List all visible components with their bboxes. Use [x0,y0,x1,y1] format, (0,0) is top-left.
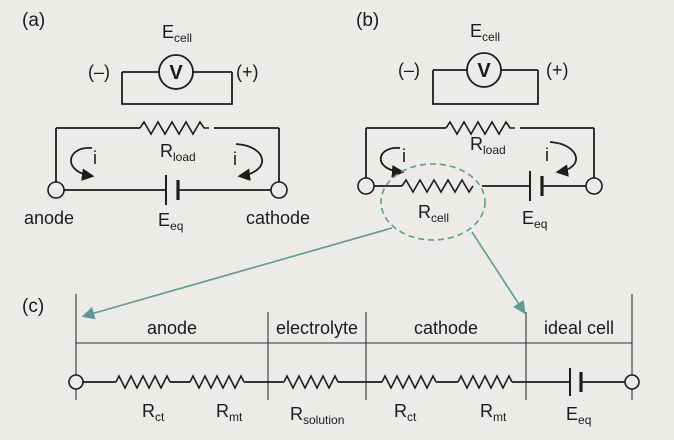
current-loop-arrow-icon-right [235,143,263,181]
positive-terminal-label: (+) [546,60,569,80]
panel-a: (a) V Ecell (–) (+) Rload i i anode cath… [22,10,310,233]
region-ideal-cell-label: ideal cell [544,318,614,338]
negative-terminal-label: (–) [398,60,420,80]
region-electrolyte-label: electrolyte [276,318,358,338]
panel-b: (b) V Ecell (–) (+) Rload i i Rcell Eeq [356,10,603,241]
panel-c-label: (c) [22,296,44,317]
terminal-node-icon-right [624,374,640,390]
eq-voltage-label: Eeq [566,404,591,427]
anode-terminal-node-icon [47,181,65,199]
eq-voltage-label: Eeq [158,210,183,233]
cathode-terminal-node-icon [270,181,288,199]
anode-label: anode [24,208,74,228]
cell-resistance-label: Rcell [418,202,449,225]
resistor-icon-mt-cathode [457,374,513,390]
current-label-right: i [233,149,237,169]
current-label-right: i [545,145,549,165]
cathode-terminal-node-icon [585,177,603,195]
voltmeter-symbol: V [477,60,491,82]
voltmeter-wire [432,70,539,105]
voltmeter-wire [121,72,233,105]
resistor-icon-ct-anode [115,374,171,390]
resistor-icon-ct-cathode [381,374,437,390]
eq-voltage-label: Eeq [522,208,547,231]
negative-terminal-label: (–) [88,62,110,82]
anode-terminal-node-icon [357,177,375,195]
panel-b-label: (b) [356,10,379,31]
current-loop-arrow-icon-left [70,147,95,181]
panel-c: (c) anode electrolyte cathode ideal cell… [22,294,640,427]
cell-voltage-label: Ecell [470,21,500,44]
terminal-node-icon-left [68,374,84,390]
zoom-arrow-to-anode [81,227,393,320]
voltmeter-symbol: V [169,62,183,84]
resistor-icon-mt-anode [189,374,245,390]
cathode-label: cathode [246,208,310,228]
load-resistor-label: Rload [470,134,506,157]
region-cathode-label: cathode [414,318,478,338]
zoom-highlight-ellipse [380,163,486,241]
load-resistor-icon [139,120,209,136]
resistor-icon-solution [283,374,339,390]
cell-voltage-label: Ecell [162,22,192,45]
region-anode-label: anode [147,318,197,338]
cell-resistor-icon [401,178,474,194]
current-label-left: i [93,148,97,168]
resistor-label-mt-cathode: Rmt [480,401,507,424]
resistor-label-ct-cathode: Rct [394,401,417,424]
resistor-label-solution: Rsolution [290,404,344,427]
load-resistor-icon [445,120,515,136]
panel-a-label: (a) [22,10,45,31]
positive-terminal-label: (+) [236,62,259,82]
current-label-left: i [402,146,406,166]
resistor-label-ct-anode: Rct [142,401,165,424]
load-resistor-label: Rload [160,141,196,164]
current-loop-arrow-icon-left [380,147,405,178]
current-loop-arrow-icon-right [549,141,577,177]
zoom-arrow-to-ideal-cell [471,231,526,315]
resistor-label-mt-anode: Rmt [216,401,243,424]
